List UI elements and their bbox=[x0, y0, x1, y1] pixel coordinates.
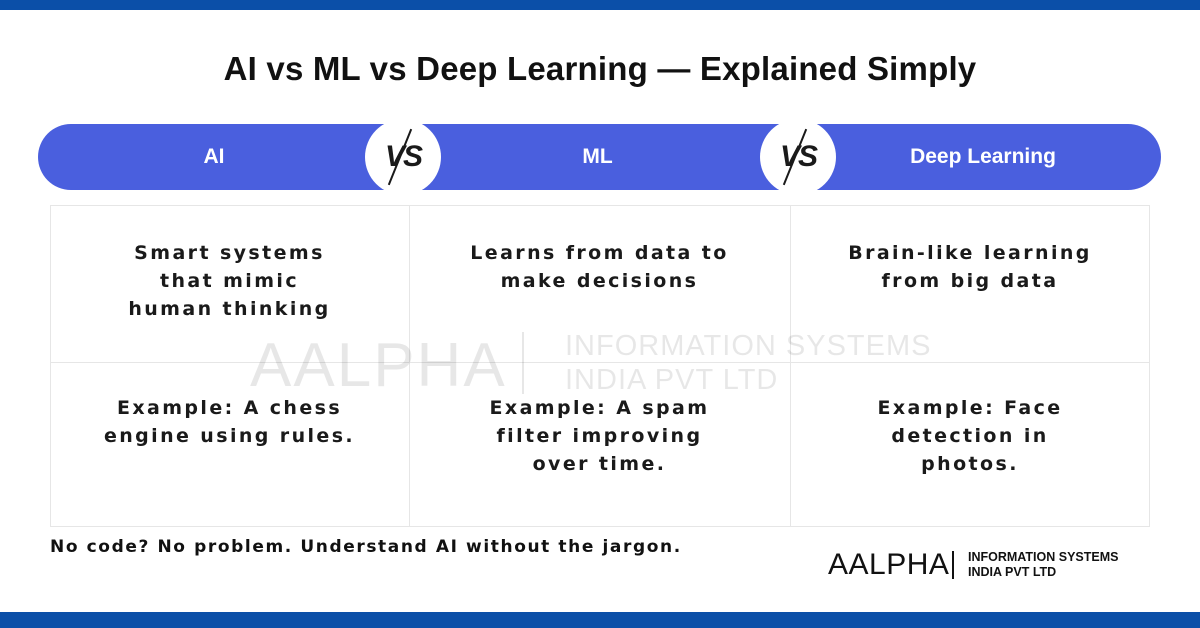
header-label-ml: ML bbox=[582, 145, 613, 168]
cell-line: Smart systems bbox=[134, 242, 325, 264]
watermark-line2: INDIA PVT LTD bbox=[565, 364, 779, 396]
cell-line: over time. bbox=[532, 453, 667, 475]
cell-ai-definition: Smart systems that mimic human thinking bbox=[50, 239, 409, 323]
vs-badge-2: VS bbox=[760, 119, 836, 195]
cell-line: Example: Face bbox=[877, 397, 1063, 419]
vs-badge-1: VS bbox=[365, 119, 441, 195]
brand-logo: AALPHA INFORMATION SYSTEMS INDIA PVT LTD bbox=[828, 548, 1148, 584]
grid-divider bbox=[409, 205, 410, 527]
cell-line: detection in bbox=[891, 425, 1049, 447]
comparison-grid bbox=[50, 205, 1150, 527]
cell-ai-example: Example: A chess engine using rules. bbox=[50, 394, 409, 450]
watermark-logo: AALPHA INFORMATION SYSTEMS INDIA PVT LTD bbox=[250, 330, 970, 400]
cell-line: Example: A chess bbox=[116, 397, 343, 419]
cell-line: make decisions bbox=[500, 270, 699, 292]
header-strip bbox=[38, 124, 1161, 190]
bottom-accent-bar bbox=[0, 612, 1200, 628]
cell-line: that mimic bbox=[159, 270, 299, 292]
watermark-separator bbox=[522, 332, 524, 394]
watermark-line1: INFORMATION SYSTEMS bbox=[565, 330, 932, 362]
header-label-ai: AI bbox=[203, 145, 225, 168]
brand-name: AALPHA bbox=[828, 548, 950, 581]
grid-divider bbox=[50, 362, 1150, 363]
footer-tagline: No code? No problem. Understand AI witho… bbox=[50, 537, 682, 557]
cell-line: filter improving bbox=[496, 425, 703, 447]
header-label-deep-learning: Deep Learning bbox=[910, 145, 1056, 168]
cell-deep-learning-example: Example: Face detection in photos. bbox=[790, 394, 1150, 478]
cell-line: Example: A spam bbox=[489, 397, 710, 419]
brand-separator bbox=[952, 551, 954, 579]
brand-line2: INDIA PVT LTD bbox=[968, 565, 1057, 579]
watermark-logo-name: AALPHA bbox=[250, 331, 507, 400]
cell-line: photos. bbox=[921, 453, 1019, 475]
page-title: AI vs ML vs Deep Learning — Explained Si… bbox=[223, 50, 977, 87]
top-accent-bar bbox=[0, 0, 1200, 10]
cell-line: Brain-like learning bbox=[848, 242, 1092, 264]
cell-deep-learning-definition: Brain-like learning from big data bbox=[790, 239, 1150, 295]
cell-line: from big data bbox=[881, 270, 1059, 292]
cell-line: human thinking bbox=[128, 298, 331, 320]
cell-ml-definition: Learns from data to make decisions bbox=[409, 239, 790, 295]
cell-ml-example: Example: A spam filter improving over ti… bbox=[409, 394, 790, 478]
cell-line: engine using rules. bbox=[103, 425, 356, 447]
grid-divider bbox=[790, 205, 791, 527]
brand-line1: INFORMATION SYSTEMS bbox=[968, 550, 1119, 564]
cell-line: Learns from data to bbox=[470, 242, 729, 264]
